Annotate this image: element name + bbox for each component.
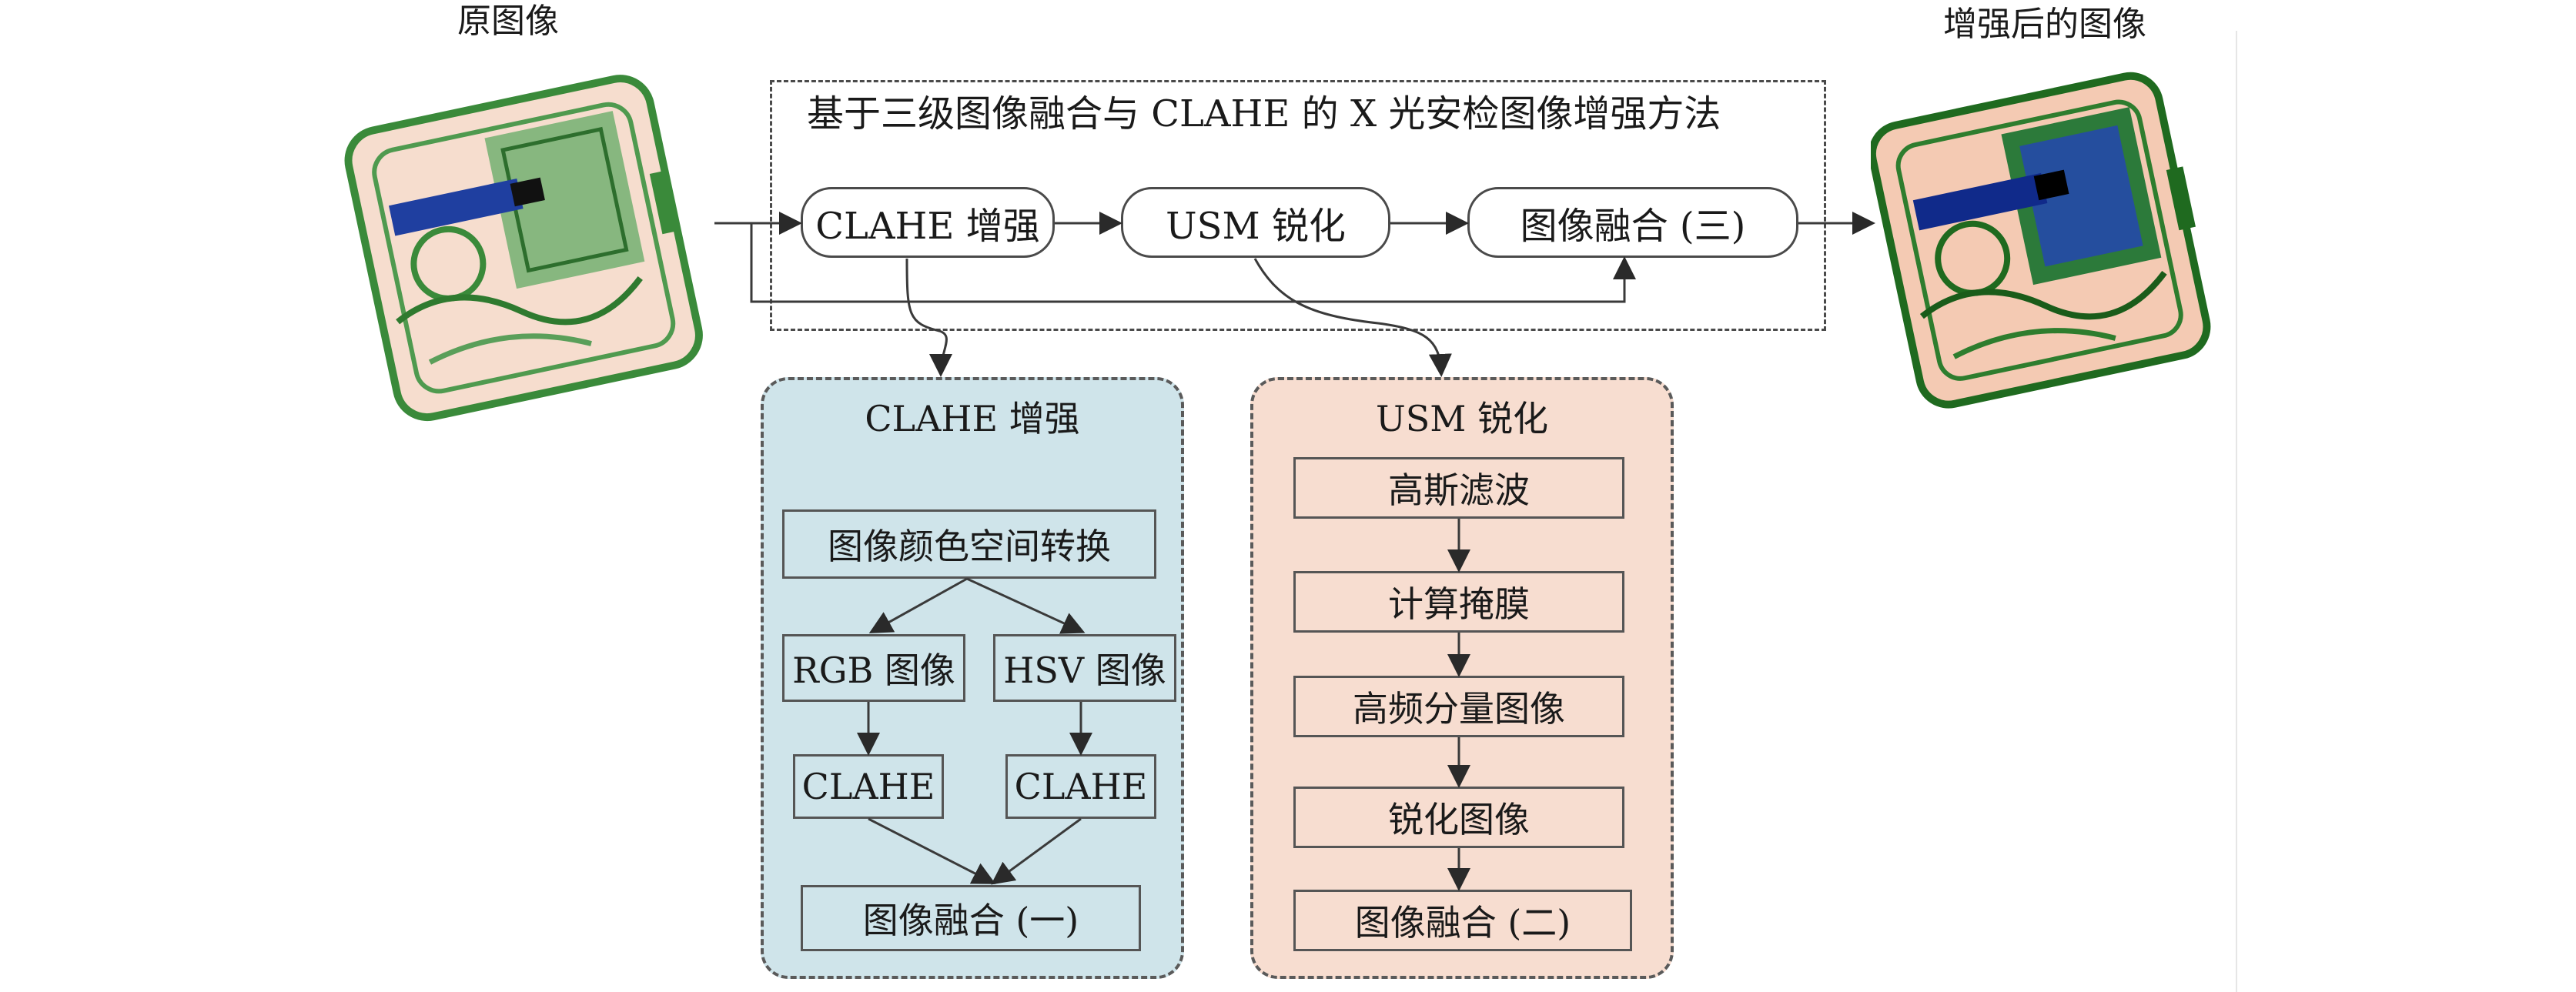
sharpened-image-box: 锐化图像 [1293, 787, 1624, 848]
clahe-right-box: CLAHE [1005, 754, 1156, 819]
right-edge-line [2236, 31, 2237, 992]
arrow-clahe-left-to-fusion1 [868, 817, 996, 884]
arrow-bypass-to-fusion3 [750, 223, 1636, 303]
arrow-usm-detail [1253, 258, 1452, 377]
original-image-label: 原图像 [457, 2, 559, 41]
method-title: 基于三级图像融合与 CLAHE 的 X 光安检图像增强方法 [807, 92, 1721, 135]
arrow-clahe-right-to-fusion1 [991, 817, 1082, 885]
arrow-clahe-detail [905, 258, 953, 377]
arrow-colorspace-to-hsv [966, 577, 1086, 634]
enhanced-image-label: 增强后的图像 [1943, 5, 2146, 44]
image-fusion-1-box: 图像融合 (一) [801, 885, 1141, 951]
color-space-conversion-box: 图像颜色空间转换 [782, 509, 1156, 579]
clahe-panel-title: CLAHE 增强 [865, 398, 1080, 439]
usm-sharpen-step: USM 锐化 [1121, 187, 1390, 258]
clahe-left-box: CLAHE [793, 754, 944, 819]
usm-panel-title: USM 锐化 [1375, 398, 1548, 439]
compute-mask-box: 计算掩膜 [1293, 571, 1624, 633]
original-xray-image [344, 75, 703, 422]
clahe-enhance-step: CLAHE 增强 [801, 187, 1055, 258]
rgb-image-box: RGB 图像 [782, 634, 965, 702]
arrow-colorspace-to-rgb [868, 577, 968, 633]
method-container [770, 80, 1826, 331]
gaussian-filter-box: 高斯滤波 [1293, 457, 1624, 519]
image-fusion-3-step: 图像融合 (三) [1467, 187, 1798, 258]
hsv-image-box: HSV 图像 [993, 634, 1176, 702]
enhanced-xray-image [1871, 72, 2211, 409]
